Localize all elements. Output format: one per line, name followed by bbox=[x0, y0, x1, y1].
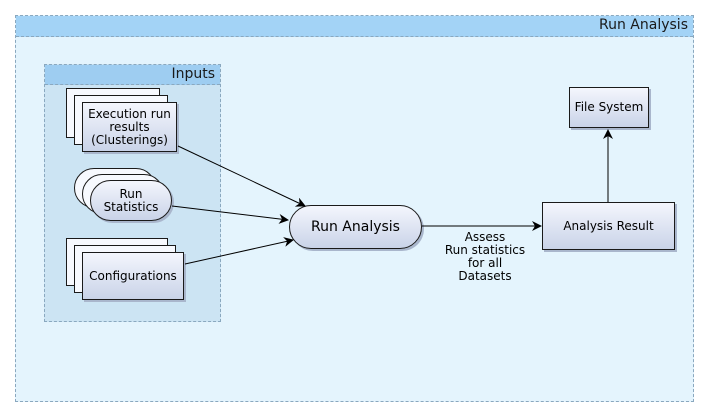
run-analysis-title: Run Analysis bbox=[599, 17, 688, 33]
run-analysis-header: Run Analysis bbox=[16, 16, 693, 37]
file-system-node[interactable]: File System bbox=[569, 87, 649, 128]
analysis-result-node[interactable]: Analysis Result bbox=[542, 202, 675, 250]
file-system-label: File System bbox=[574, 100, 644, 114]
execution-results-node[interactable]: Execution run results (Clusterings) bbox=[82, 102, 177, 152]
inputs-title: Inputs bbox=[171, 66, 215, 82]
analysis-result-label: Analysis Result bbox=[563, 219, 654, 233]
run-statistics-label: Run Statistics bbox=[103, 187, 159, 214]
arrow-statistics-to-analysis bbox=[171, 205, 289, 224]
inputs-header: Inputs bbox=[45, 65, 220, 85]
run-statistics-node[interactable]: Run Statistics bbox=[90, 180, 172, 221]
assess-edge-label: Assess Run statistics for all Datasets bbox=[444, 230, 526, 283]
execution-results-label: Execution run results (Clusterings) bbox=[88, 107, 171, 147]
configurations-node[interactable]: Configurations bbox=[82, 252, 184, 300]
run-analysis-label: Run Analysis bbox=[311, 219, 400, 235]
configurations-label: Configurations bbox=[89, 269, 177, 283]
arrow-execution-to-analysis bbox=[177, 145, 306, 207]
arrow-configurations-to-analysis bbox=[184, 237, 294, 265]
run-analysis-node[interactable]: Run Analysis bbox=[289, 205, 422, 249]
